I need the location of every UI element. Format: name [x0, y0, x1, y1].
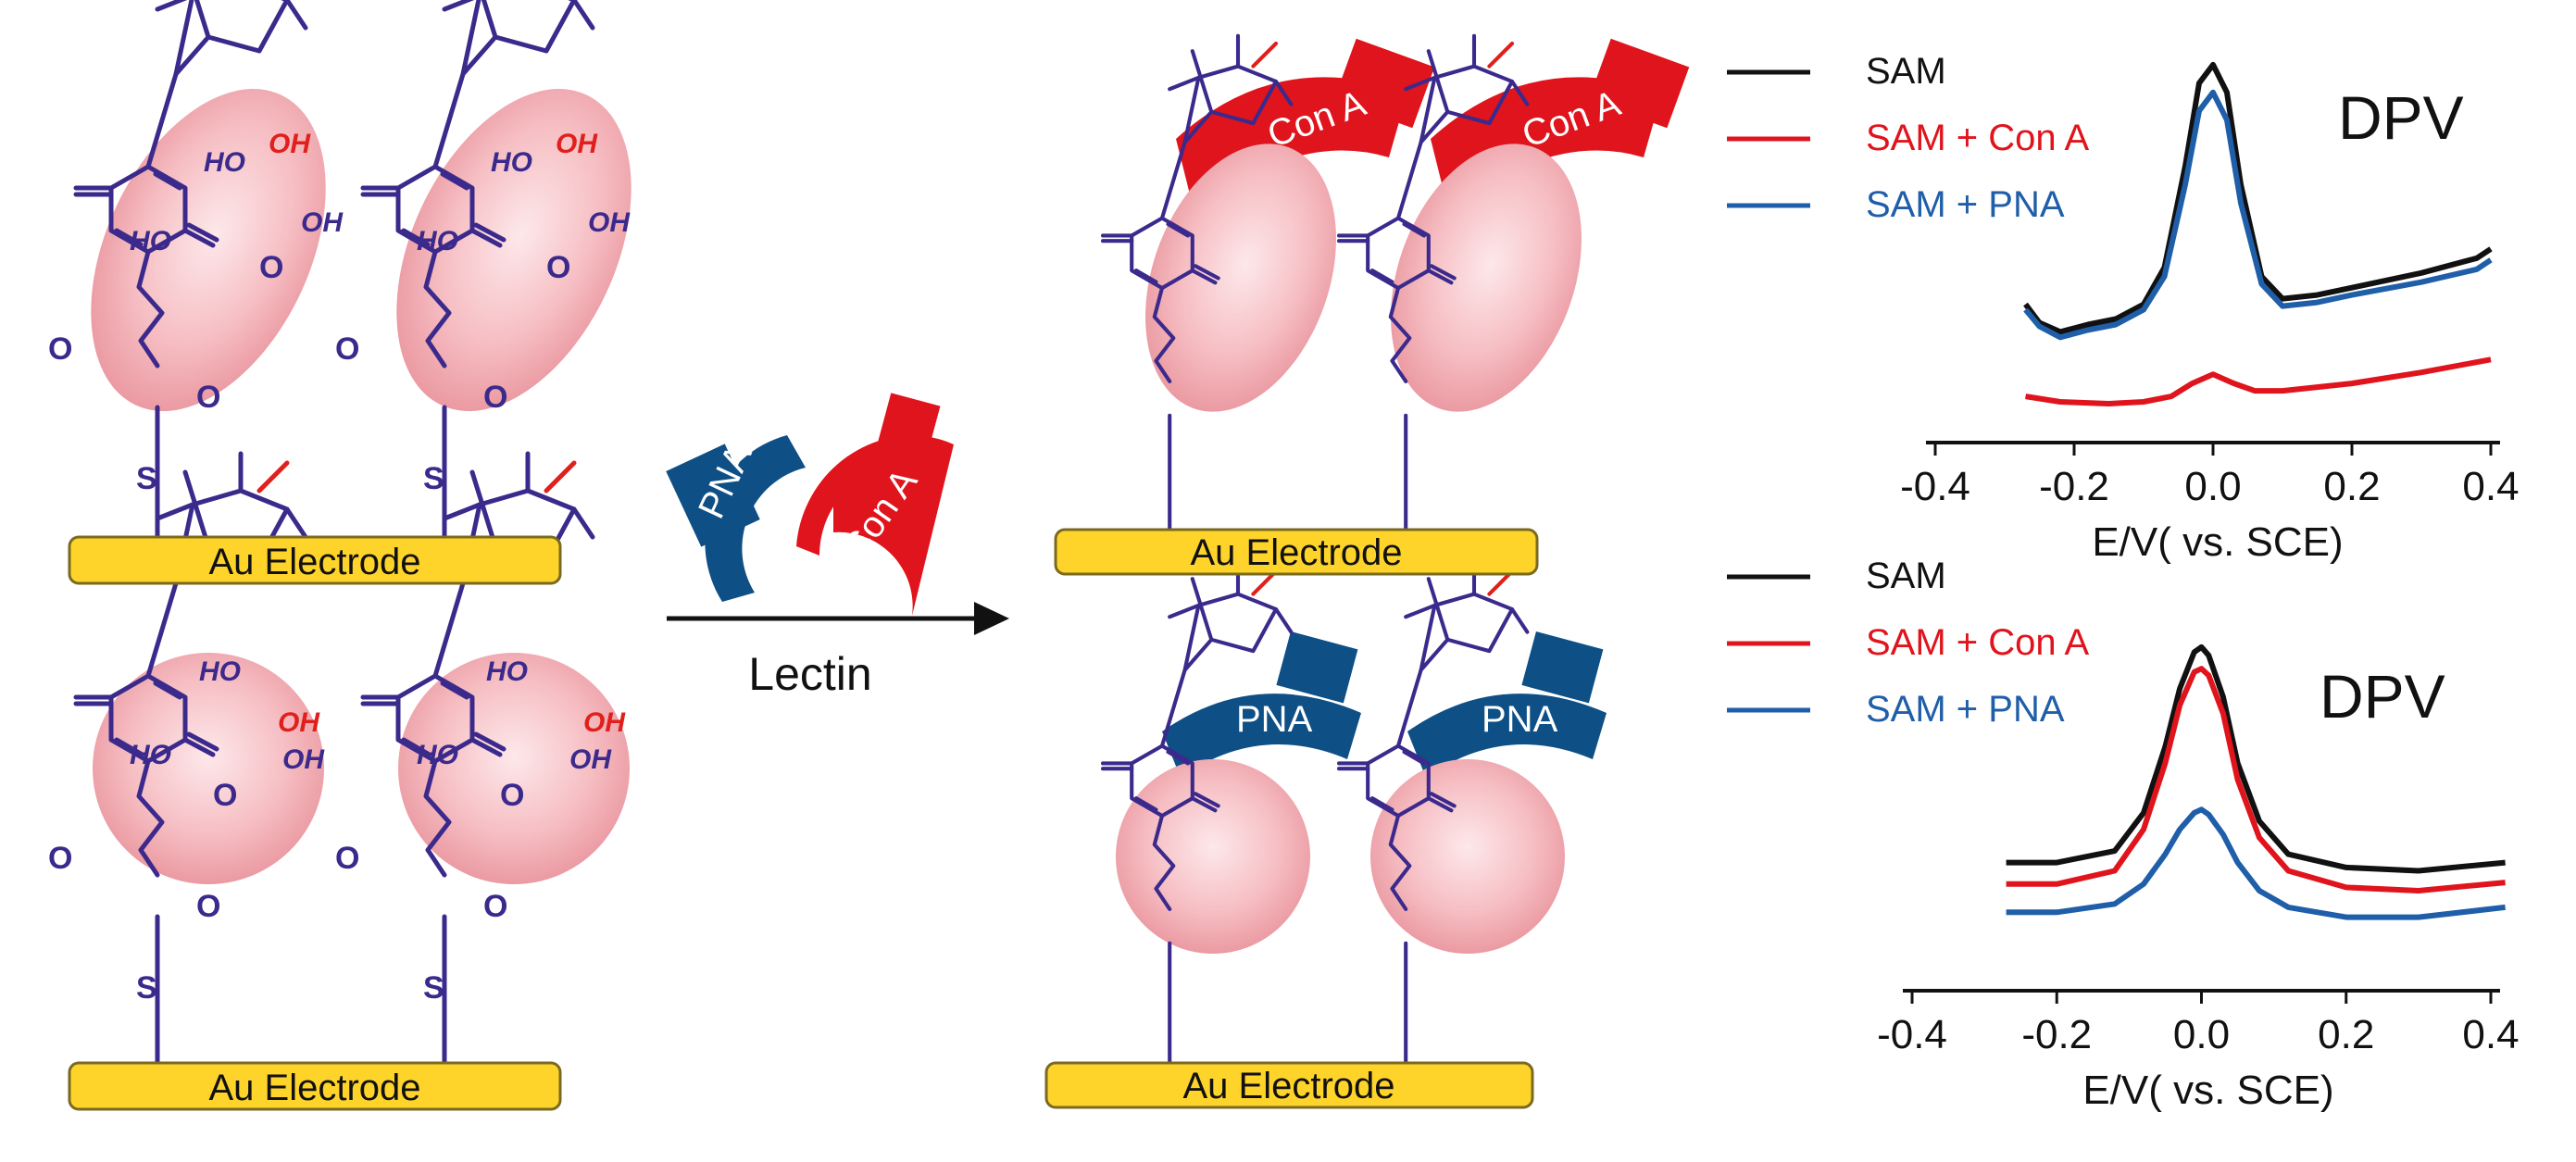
- oh-label: OH: [569, 744, 612, 775]
- oh-label: OH: [556, 129, 598, 159]
- x-tick-label: 0.4: [2462, 1012, 2519, 1057]
- x-axis-ticks: -0.4 -0.2 0.0 0.2 0.4: [1877, 991, 2520, 1057]
- legend-label: SAM + Con A: [1866, 118, 2090, 158]
- atom-labels-left: HO HO OH OH O O O S HO HO OH OH O O O S …: [48, 129, 631, 1006]
- o-label: O: [196, 380, 220, 415]
- s-label: S: [136, 970, 157, 1006]
- series-line-2: [2006, 806, 2506, 920]
- chart-curves: [2006, 643, 2506, 920]
- s-label: S: [136, 461, 157, 496]
- electrode-label: Au Electrode: [1182, 1066, 1394, 1106]
- ho-label: HO: [417, 740, 458, 770]
- x-tick-label: 0.2: [2323, 464, 2380, 509]
- ho-label: HO: [486, 656, 528, 687]
- pna-label: PNA: [1236, 699, 1313, 740]
- oh-label: OH: [301, 207, 344, 238]
- chart-title: DPV: [2320, 662, 2445, 731]
- oh-label: OH: [282, 744, 325, 775]
- sugar-halo-tr1: [1145, 144, 1336, 412]
- x-tick-label: 0.0: [2173, 1012, 2230, 1057]
- chart-legend: SAM SAM + Con A SAM + PNA: [1727, 556, 2090, 730]
- x-tick-label: 0.0: [2184, 464, 2241, 509]
- lectin-cona-icon: Con A: [796, 393, 954, 616]
- legend-label: SAM: [1866, 556, 1946, 596]
- s-label: S: [423, 461, 444, 496]
- o-label: O: [48, 841, 72, 876]
- pna-label: PNA: [1482, 699, 1558, 740]
- ho-label: HO: [491, 147, 532, 178]
- oh-label: OH: [588, 207, 631, 238]
- electrode-label: Au Electrode: [208, 1068, 420, 1108]
- x-tick-label: -0.2: [2021, 1012, 2092, 1057]
- sugar-halo-br2: [1370, 759, 1565, 954]
- x-tick-label: -0.4: [1877, 1012, 1947, 1057]
- x-axis-ticks: -0.4 -0.2 0.0 0.2 0.4: [1900, 443, 2520, 509]
- series-line-1: [2025, 356, 2492, 406]
- x-axis-label: E/V( vs. SCE): [2092, 519, 2343, 565]
- chart-curves: [2023, 61, 2493, 406]
- legend-label: SAM + Con A: [1866, 622, 2090, 663]
- dpv-chart-bottom: SAM SAM + Con A SAM + PNA DPV -0.4 -0.2 0.0 0…: [1727, 556, 2520, 1113]
- x-tick-label: 0.4: [2462, 464, 2519, 509]
- ho-label: HO: [130, 226, 171, 256]
- sugar-halo-bl1: [93, 653, 324, 884]
- series-line-1: [2006, 666, 2506, 893]
- s-label: S: [423, 970, 444, 1006]
- x-tick-label: -0.4: [1900, 464, 1970, 509]
- ho-label: HO: [417, 226, 458, 256]
- dpv-chart-top: SAM SAM + Con A SAM + PNA DPV -0.4 -0.2 0.0 0…: [1727, 51, 2520, 565]
- electrode-label: Au Electrode: [208, 542, 420, 582]
- o-label: O: [483, 380, 507, 415]
- reaction-arrow: [667, 602, 1009, 635]
- sugar-halo-tr2: [1391, 144, 1582, 412]
- electrode-label: Au Electrode: [1190, 532, 1402, 573]
- series-line-0: [2006, 643, 2506, 874]
- sugar-halo-bl2: [398, 653, 630, 884]
- ho-label: HO: [204, 147, 245, 178]
- ring-o-label: O: [259, 250, 283, 285]
- ring-o-label: O: [213, 778, 237, 813]
- ring-o-label: O: [500, 778, 524, 813]
- series-line-0: [2023, 61, 2493, 335]
- sugar-halo-br1: [1116, 759, 1310, 954]
- legend-label: SAM + PNA: [1866, 689, 2065, 730]
- chart-legend: SAM SAM + Con A SAM + PNA: [1727, 51, 2090, 225]
- series-line-2: [2023, 89, 2493, 341]
- ho-label: HO: [199, 656, 241, 687]
- o-label: O: [196, 889, 220, 924]
- o-label: O: [335, 331, 359, 367]
- oh-label: OH: [583, 707, 626, 738]
- o-label: O: [48, 331, 72, 367]
- ring-o-label: O: [546, 250, 570, 285]
- x-tick-label: -0.2: [2039, 464, 2109, 509]
- electrode-bottom-left: Au Electrode: [68, 1061, 562, 1111]
- chart-title: DPV: [2338, 83, 2464, 152]
- legend-label: SAM + PNA: [1866, 184, 2065, 225]
- oh-label: OH: [269, 129, 311, 159]
- pna-bound-caps: PNA PNA: [1162, 631, 1607, 778]
- electrode-top-left: Au Electrode: [68, 535, 562, 585]
- o-label: O: [335, 841, 359, 876]
- ho-label: HO: [130, 740, 171, 770]
- lectin-pna-icon: PNA: [666, 435, 806, 602]
- arrow-label: Lectin: [748, 648, 871, 700]
- o-label: O: [483, 889, 507, 924]
- oh-label: OH: [278, 707, 320, 738]
- x-tick-label: 0.2: [2318, 1012, 2374, 1057]
- sugar-halo-tl2: [396, 89, 631, 411]
- x-axis-label: E/V( vs. SCE): [2082, 1068, 2333, 1113]
- electrode-bottom-right: Au Electrode: [1044, 1061, 1534, 1109]
- legend-label: SAM: [1866, 51, 1946, 92]
- electrode-top-right: Au Electrode: [1054, 528, 1539, 576]
